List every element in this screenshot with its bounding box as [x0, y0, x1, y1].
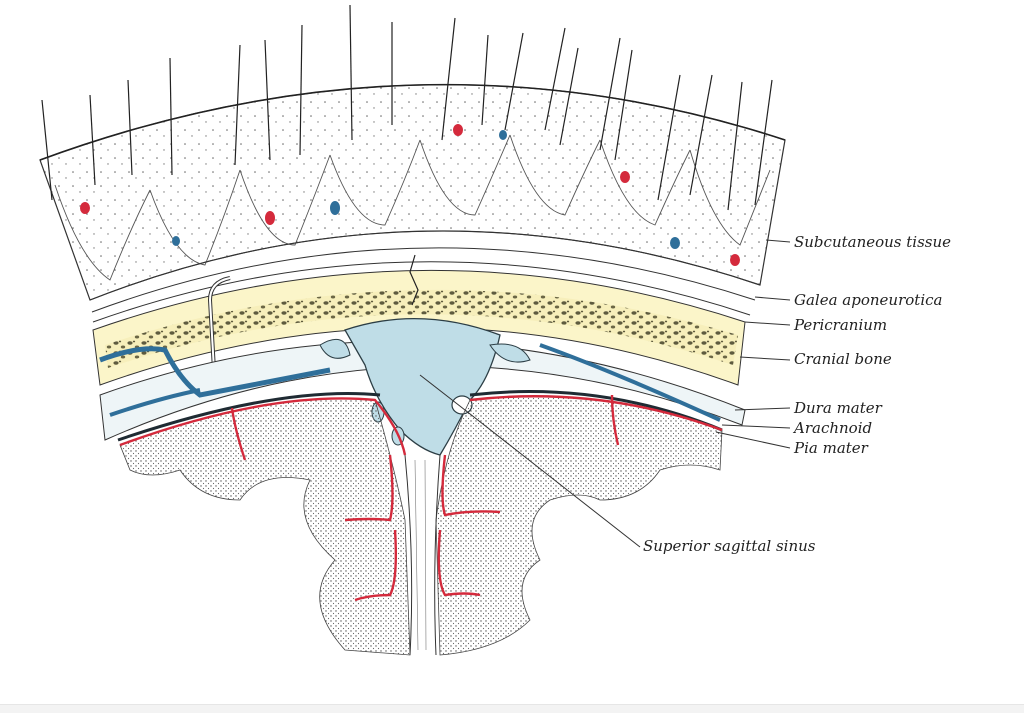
hair-shafts — [41, 4, 773, 211]
label-pericranium: Pericranium — [794, 316, 888, 334]
label-dura-mater: Dura mater — [794, 399, 882, 417]
subcutaneous-layer — [39, 83, 786, 301]
label-pia-mater: Pia mater — [794, 439, 868, 457]
cortical-arteries — [119, 394, 723, 602]
label-cranial-bone: Cranial bone — [794, 350, 892, 368]
dura-mater — [99, 340, 746, 441]
leader-lines — [419, 239, 791, 548]
subcutaneous-vessels — [80, 124, 740, 266]
label-superior-sagittal-sinus: Superior sagittal sinus — [643, 537, 816, 555]
cranial-bone — [92, 254, 746, 386]
label-arachnoid: Arachnoid — [794, 419, 873, 437]
label-galea-aponeurotica: Galea aponeurotica — [794, 291, 943, 309]
galea-and-pericranium — [89, 230, 761, 323]
footer-bar — [0, 704, 1024, 713]
label-subcutaneous-tissue: Subcutaneous tissue — [794, 233, 952, 251]
